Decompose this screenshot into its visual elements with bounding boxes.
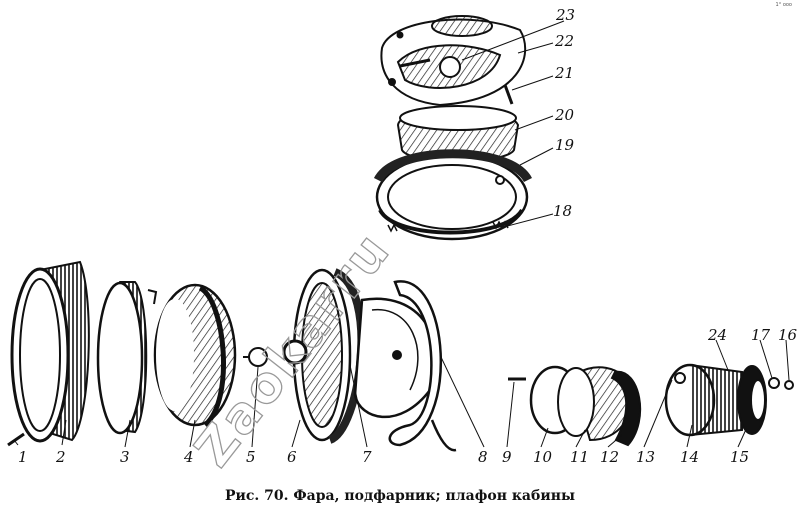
- part-label-22: 22: [554, 32, 574, 50]
- part-label-4: 4: [183, 448, 194, 466]
- part-label-13: 13: [636, 448, 655, 466]
- part-label-23: 23: [555, 6, 575, 24]
- corner-mark: 1° ooo: [775, 2, 792, 8]
- dome-light-assembly: [373, 15, 532, 241]
- part-label-9: 9: [502, 448, 512, 466]
- leader-lines: [13, 20, 790, 448]
- part-label-12: 12: [600, 448, 619, 466]
- part-label-8: 8: [478, 448, 488, 466]
- part-label-17: 17: [751, 326, 771, 344]
- part-label-24: 24: [707, 326, 727, 344]
- part-label-7: 7: [362, 448, 372, 466]
- sidelight-assembly: [508, 363, 794, 447]
- part-label-5: 5: [246, 448, 256, 466]
- figure-caption: Рис. 70. Фара, подфарник; плафон кабины: [224, 488, 576, 504]
- part-number-labels: 1 2 3 4 5 6 7 8 9 10 11 12 13 14 15 16 1…: [18, 6, 798, 466]
- part-label-19: 19: [555, 136, 575, 154]
- part-label-10: 10: [533, 448, 553, 466]
- part-label-21: 21: [554, 64, 574, 82]
- part-label-2: 2: [55, 448, 66, 466]
- part-label-11: 11: [570, 448, 589, 466]
- part-label-16: 16: [778, 326, 798, 344]
- part-label-18: 18: [553, 202, 572, 220]
- part-label-20: 20: [554, 106, 575, 124]
- part-label-15: 15: [730, 448, 749, 466]
- part-label-6: 6: [287, 448, 297, 466]
- part-label-1: 1: [18, 448, 28, 466]
- headlamp-assembly: [7, 260, 457, 452]
- part-label-3: 3: [120, 448, 130, 466]
- part-label-14: 14: [680, 448, 699, 466]
